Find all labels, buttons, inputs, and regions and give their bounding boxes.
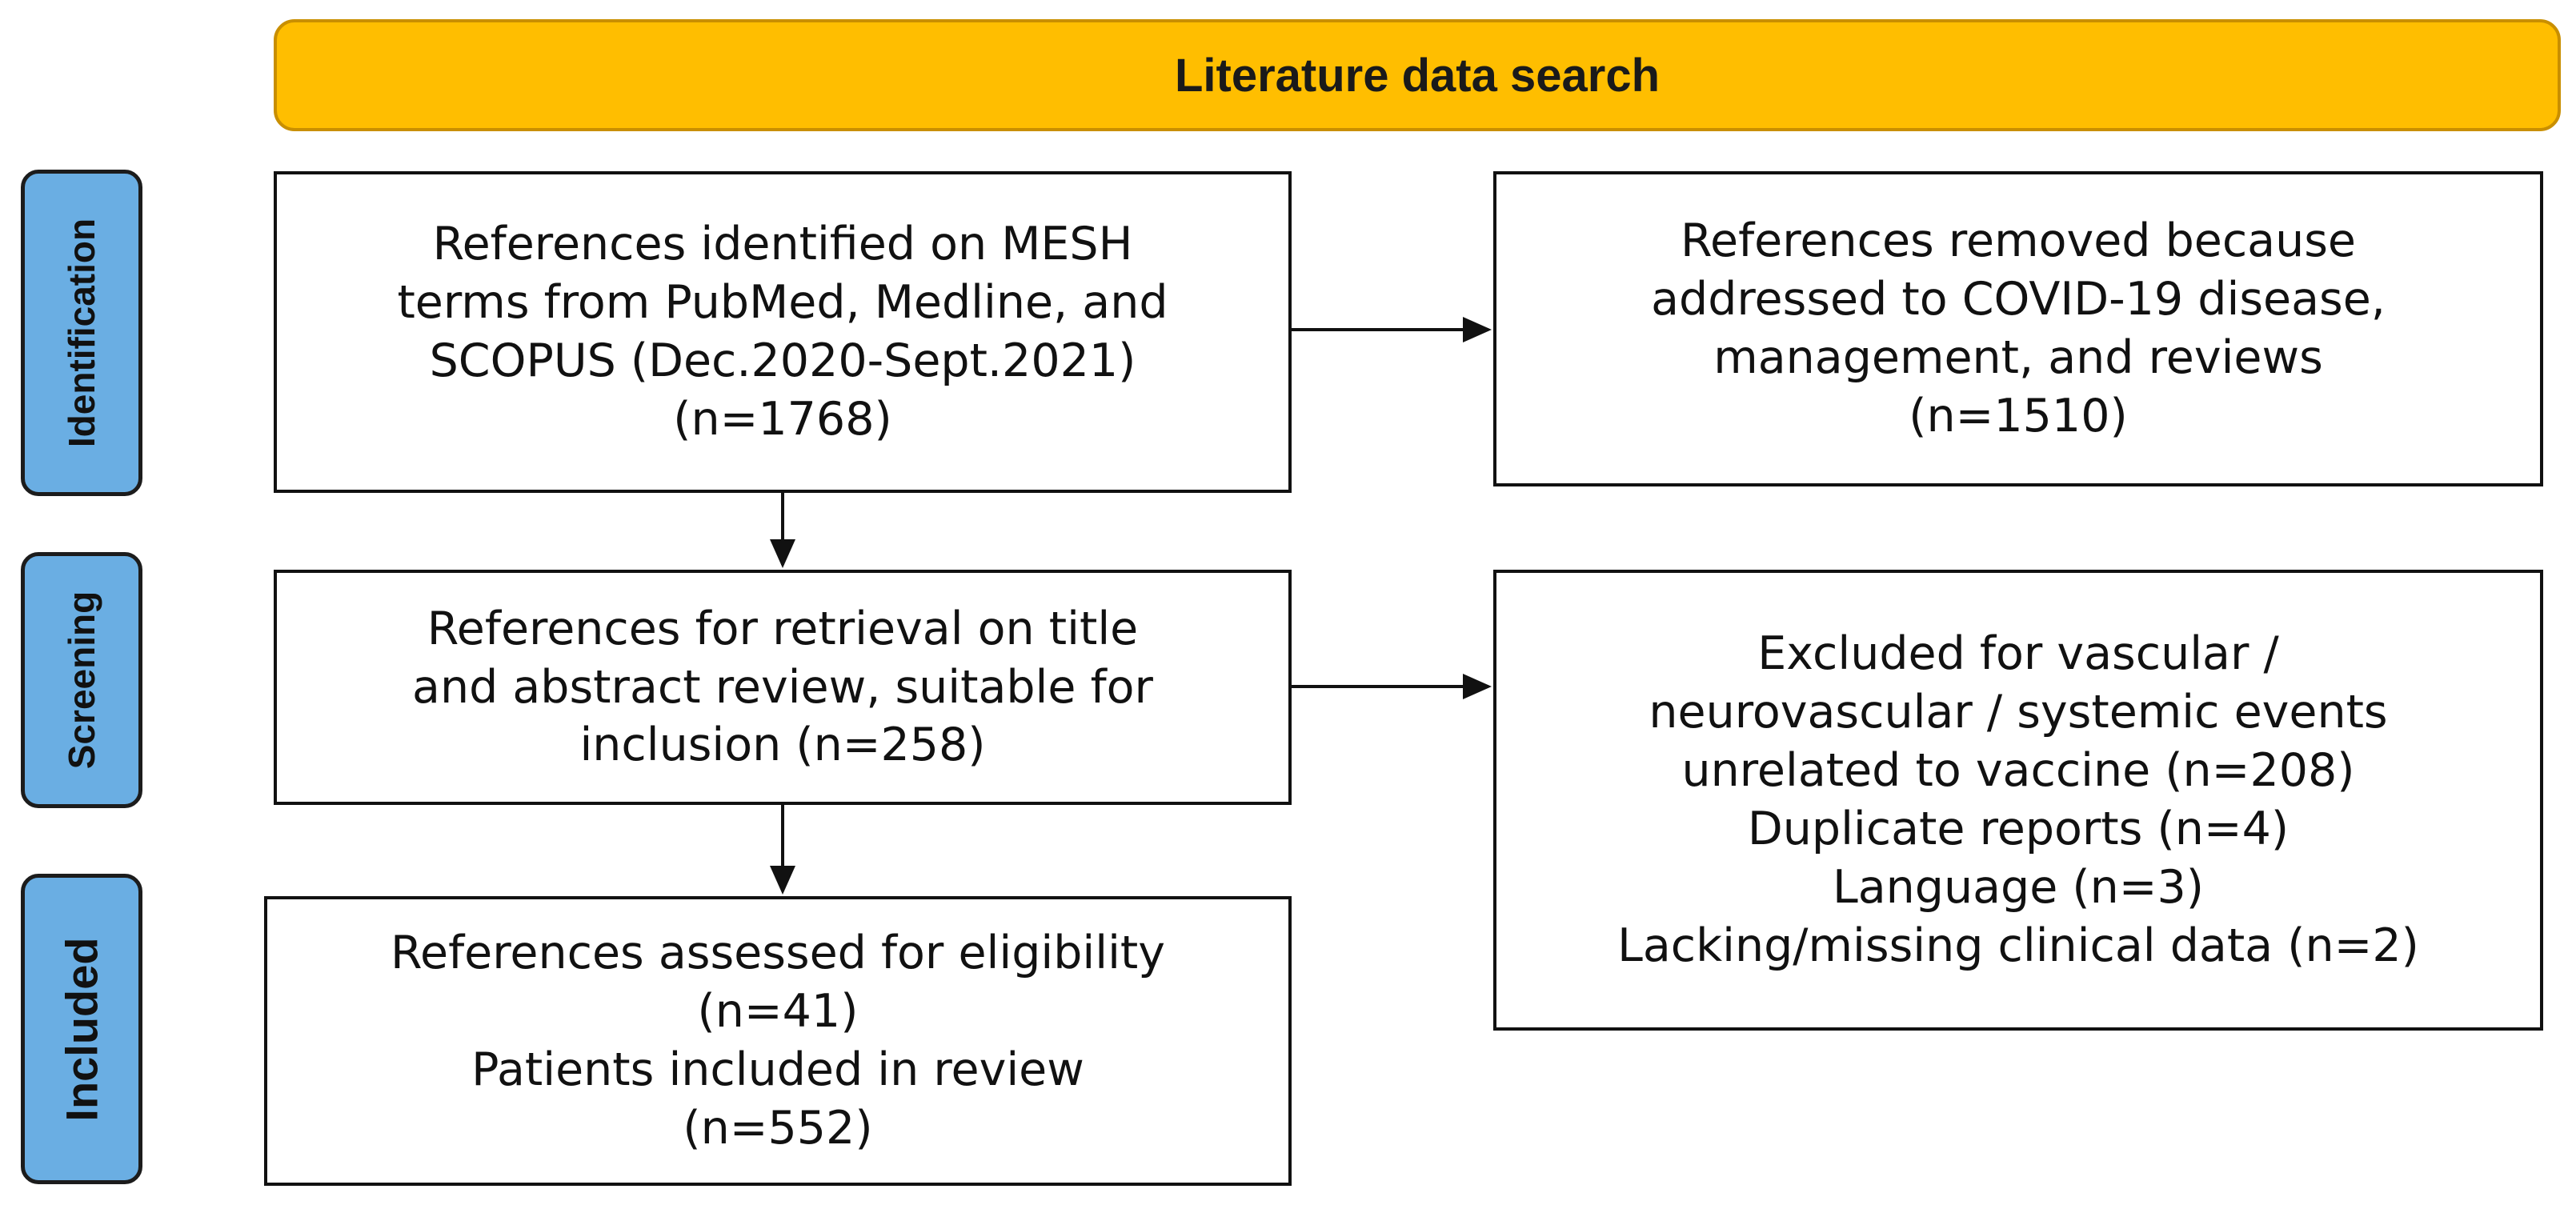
header-title: Literature data search [1174, 49, 1661, 102]
box-line: Duplicate reports (n=4) [1747, 803, 2290, 855]
excluded-references-box: Excluded for vascular / neurovascular / … [1493, 570, 2543, 1031]
box-line: terms from PubMed, Medline, and [397, 276, 1168, 330]
stage-identification: Identification [21, 170, 142, 496]
box-line: Language (n=3) [1832, 860, 2205, 914]
box-line: References removed because [1680, 214, 2356, 268]
box-line: inclusion (n=258) [579, 719, 986, 772]
box-line: neurovascular / systemic events [1649, 686, 2388, 739]
included-references-box: References assessed for eligibility (n=4… [264, 896, 1292, 1186]
identified-references-box: References identified on MESH terms from… [274, 171, 1292, 493]
box-line: addressed to COVID-19 disease, [1651, 273, 2386, 326]
box-line: (n=552) [683, 1101, 873, 1155]
box-line: References for retrieval on title [427, 602, 1139, 655]
box-line: Lacking/missing clinical data (n=2) [1617, 919, 2419, 972]
box-line: management, and reviews [1713, 331, 2323, 384]
box-line: References identified on MESH [432, 218, 1133, 271]
screening-references-box: References for retrieval on title and ab… [274, 570, 1292, 805]
box-line: and abstract review, suitable for [412, 660, 1153, 714]
box-line: (n=41) [697, 985, 859, 1039]
box-line: SCOPUS (Dec.2020-Sept.2021) [429, 334, 1136, 387]
box-line: Excluded for vascular / [1757, 627, 2279, 681]
stage-included: Included [21, 874, 142, 1184]
literature-search-header: Literature data search [274, 19, 2561, 131]
box-line: Patients included in review [471, 1043, 1084, 1096]
box-line: References assessed for eligibility [390, 927, 1166, 980]
stage-screening: Screening [21, 552, 142, 808]
removed-references-box: References removed because addressed to … [1493, 171, 2543, 486]
box-line: unrelated to vaccine (n=208) [1681, 744, 2355, 798]
box-line: (n=1768) [673, 392, 892, 446]
box-line: (n=1510) [1909, 389, 2128, 442]
